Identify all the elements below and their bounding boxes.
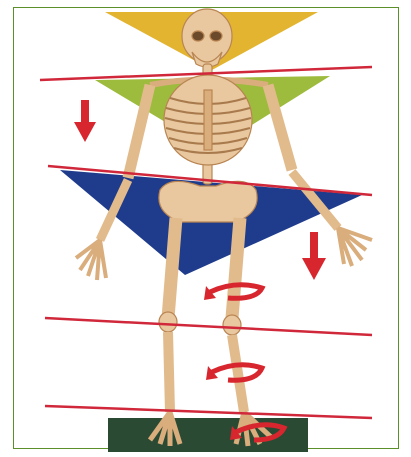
right-hand <box>338 228 372 266</box>
down-arrow-left-icon <box>74 100 96 142</box>
left-tibia <box>168 332 170 412</box>
pelvis <box>159 181 257 222</box>
knee-line <box>45 318 372 335</box>
left-hand <box>76 240 106 280</box>
right-tibia <box>232 335 244 412</box>
ankle-line <box>45 406 372 418</box>
down-arrow-right-icon <box>302 232 326 280</box>
skull <box>182 9 232 63</box>
left-femur <box>168 218 176 318</box>
right-femur <box>232 218 240 318</box>
